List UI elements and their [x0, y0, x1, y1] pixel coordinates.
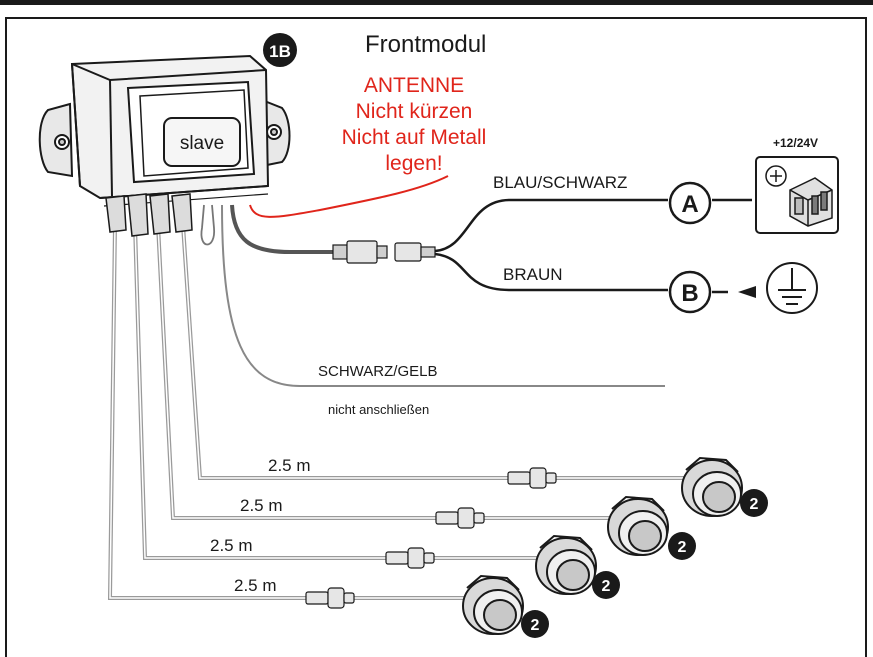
connection-a: A: [668, 181, 712, 225]
wire-a-label: BLAU/SCHWARZ: [493, 173, 627, 192]
ground-icon: [766, 262, 818, 314]
sensor-badge-3-text: 2: [602, 578, 611, 595]
antenna-note-line-1: ANTENNE: [364, 74, 464, 97]
parking-sensor-4: [462, 574, 524, 635]
sensor-cable-1: [181, 224, 690, 480]
module-badge-text: 1B: [269, 42, 291, 61]
antenna-note-line-3: Nicht auf Metall: [342, 126, 487, 149]
antenna-note: ANTENNE Nicht kürzen Nicht auf Metall le…: [342, 74, 487, 175]
wire-a: [434, 198, 668, 253]
top-bar: [0, 0, 873, 5]
sensor-badge-2: 2: [668, 532, 696, 560]
sensor-badge-2-text: 2: [678, 539, 687, 556]
sensor-connector-1: [507, 467, 557, 489]
unused-wire-note: nicht anschließen: [328, 402, 429, 417]
connection-a-letter: A: [681, 191, 698, 218]
sensor-badge-1: 2: [740, 489, 768, 517]
sensor-cable-3: [133, 224, 545, 560]
cable-length-2: 2.5 m: [240, 496, 283, 515]
connection-b: B: [668, 270, 712, 314]
sensor-cable-3-core: [134, 224, 545, 559]
connection-b-letter: B: [681, 280, 698, 307]
sensor-cable-1-core: [182, 224, 690, 479]
sensor-badge-3: 2: [592, 571, 620, 599]
wire-b: [434, 252, 668, 292]
cable-grommets: [105, 193, 193, 237]
antenna-note-line-4: legen!: [385, 152, 442, 175]
parking-sensor-1: [681, 456, 743, 517]
sensor-connector-3: [385, 547, 435, 569]
antenna-wire: [249, 175, 449, 218]
parking-sensor-2: [607, 495, 669, 556]
sensor-badge-4-text: 2: [531, 617, 540, 634]
wire-b-label: BRAUN: [503, 265, 563, 284]
module-badge: 1B: [263, 33, 297, 67]
cable-length-3: 2.5 m: [210, 536, 253, 555]
parking-sensor-3: [535, 534, 597, 595]
unused-wire: [221, 204, 665, 387]
cable-length-4: 2.5 m: [234, 576, 277, 595]
loop-wire: [200, 204, 215, 246]
cable-length-1: 2.5 m: [268, 456, 311, 475]
unused-wire-label: SCHWARZ/GELB: [318, 363, 437, 380]
sensor-badge-1-text: 2: [750, 496, 759, 513]
arrow-icon: [738, 286, 756, 298]
antenna-note-line-2: Nicht kürzen: [356, 100, 473, 123]
sensor-cable-4-core: [109, 224, 470, 599]
sensor-badge-4: 2: [521, 610, 549, 638]
control-module: [38, 54, 291, 207]
power-connector: [332, 240, 436, 264]
fuse-box-icon: [755, 156, 839, 234]
sensor-cable-2-core: [157, 224, 615, 519]
module-label: slave: [180, 133, 224, 154]
diagram-title: Frontmodul: [365, 31, 486, 58]
power-harness: [230, 204, 335, 254]
frame-border: [5, 17, 867, 657]
sensor-connector-2: [435, 507, 485, 529]
sensor-connector-4: [305, 587, 355, 609]
voltage-label: +12/24V: [773, 136, 818, 150]
